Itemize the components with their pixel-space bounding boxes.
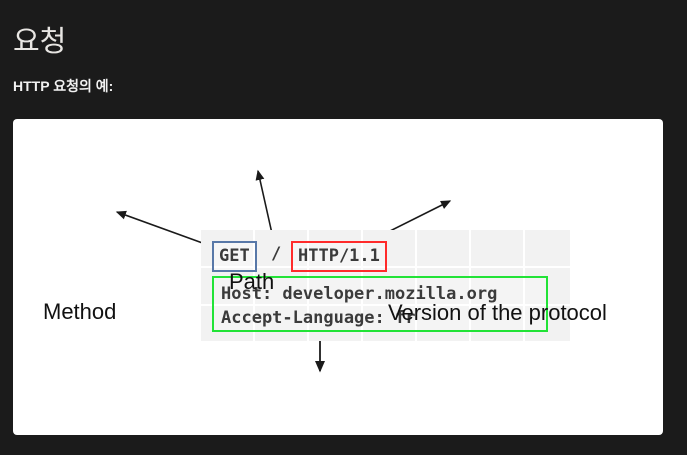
- arrow-method: [115, 210, 209, 246]
- http-headers-box: Host: developer.mozilla.org Accept-Langu…: [212, 276, 548, 332]
- http-path-token: /: [271, 244, 282, 264]
- http-version-token: HTTP/1.1: [291, 241, 387, 272]
- figure-card: GET / HTTP/1.1 Host: developer.mozilla.o…: [13, 119, 663, 435]
- http-header-host: Host: developer.mozilla.org: [221, 284, 498, 304]
- figure-caption: HTTP 요청의 예:: [13, 78, 114, 94]
- http-request-sample: GET / HTTP/1.1 Host: developer.mozilla.o…: [201, 230, 570, 341]
- annotation-label-version: Version of the protocol: [388, 300, 607, 325]
- annotation-label-path: Path: [229, 269, 275, 294]
- http-header-accept-language: Accept-Language: fr: [221, 308, 416, 328]
- annotation-label-method: Method: [43, 299, 117, 324]
- page-title: 요청: [13, 26, 67, 59]
- http-method-token: GET: [212, 241, 257, 272]
